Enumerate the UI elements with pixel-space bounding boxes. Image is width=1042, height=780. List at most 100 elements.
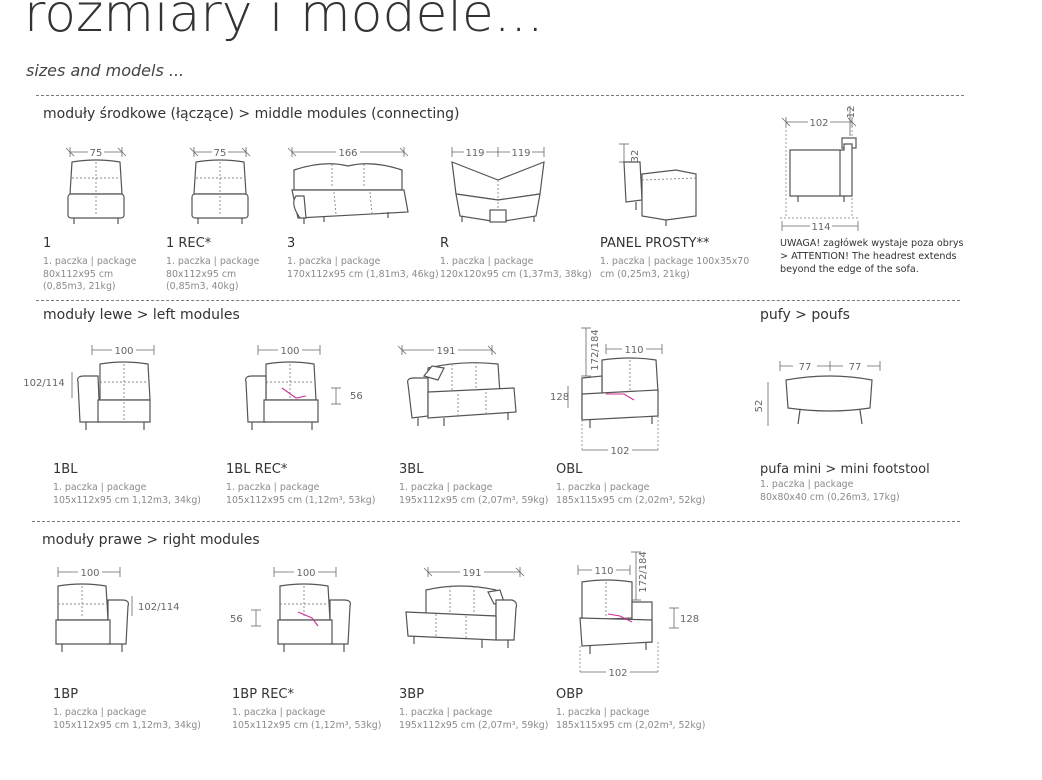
dimension-label: 191 [436, 346, 455, 357]
package-info: 1. paczka | package 80x80x40 cm (0,26m3,… [760, 479, 900, 504]
module-1bl-drawing: 100 102/114 [20, 336, 160, 436]
dimension-label: 172/184 [590, 329, 601, 371]
package-line: 80x112x95 cm [166, 268, 237, 280]
armless-chair-icon: 75 [65, 146, 127, 224]
package-line: 1. paczka | package [226, 482, 320, 493]
model-name: pufa mini > mini footstool [760, 462, 930, 477]
package-line: cm (0,25m3, 21kg) [600, 268, 690, 280]
package-info: 1. paczka | package 170x112x95 cm (1,81m… [287, 256, 439, 281]
dimension-label: 52 [754, 400, 765, 413]
package-line: (0,85m3, 40kg) [166, 281, 239, 293]
section-middle-modules: moduły środkowe (łączące) > middle modul… [43, 106, 460, 122]
package-line: 1. paczka | package [399, 707, 493, 718]
dimension-label: 119 [465, 148, 484, 159]
package-line: 1. paczka | package [166, 256, 260, 267]
model-name: OBP [556, 687, 583, 702]
dimension-label: 128 [550, 392, 569, 403]
package-info: 1. paczka | package 195x112x95 cm (2,07m… [399, 482, 548, 507]
package-line: 80x112x95 cm [43, 268, 114, 280]
package-info: 1. paczka | package 195x112x95 cm (2,07m… [399, 707, 548, 732]
package-line: 1. paczka | package [53, 707, 147, 718]
left-arm-chair-icon: 100 102/114 [23, 344, 155, 430]
three-seat-sofa-icon: 166 [287, 146, 409, 224]
right-arm-three-seat-icon: 191 [405, 566, 525, 648]
page-title: rozmiary i modele... [24, 0, 544, 44]
module-3bp-drawing: 191 [398, 560, 528, 660]
section-poufs: pufy > poufs [760, 307, 850, 323]
package-line: 195x112x95 cm (2,07m³, 59kg) [399, 494, 549, 506]
module-3bl-drawing: 191 [397, 336, 528, 436]
package-info: 1. paczka | package 185x115x95 cm (2,02m… [556, 482, 705, 507]
model-name: PANEL PROSTY** [600, 236, 710, 251]
dimension-label: 102 [608, 668, 627, 679]
dimension-label: 77 [799, 362, 812, 373]
module-panel-drawing: 32 [616, 140, 706, 230]
model-name: 1 REC* [166, 236, 212, 251]
dimension-label: 119 [511, 148, 530, 159]
right-chaise-icon: 110 172/184 128 102 [577, 551, 699, 679]
package-info: 1. paczka | package 105x112x95 cm (1,12m… [232, 707, 381, 732]
package-line: 1. paczka | package [287, 256, 381, 267]
model-name: 1BL REC* [226, 462, 288, 477]
package-info: 1. paczka | package 120x120x95 cm (1,37m… [440, 256, 592, 281]
left-arm-three-seat-icon: 191 [397, 344, 517, 426]
armless-recliner-icon: 75 [189, 146, 251, 224]
package-line: 1. paczka | package 100x35x70 [600, 256, 750, 267]
package-info: 1. paczka | package 80x112x95 cm (0,85m3… [166, 256, 259, 294]
footstool-icon: 77 77 52 [754, 360, 881, 426]
dimension-label: 12 [846, 106, 857, 119]
dimension-label: 56 [230, 614, 243, 625]
module-3-drawing: 166 [284, 140, 414, 230]
package-line: 105x112x95 cm (1,12m³, 53kg) [226, 494, 376, 506]
dimension-label: 128 [680, 614, 699, 625]
model-name: 1 [43, 236, 52, 251]
package-line: 1. paczka | package [556, 707, 650, 718]
module-obl-drawing: 172/184 110 128 102 [540, 320, 670, 460]
package-line: 105x112x95 cm 1,12m3, 34kg) [53, 494, 201, 506]
straight-panel-icon: 32 [619, 143, 697, 226]
dimension-label: 110 [624, 345, 643, 356]
package-line: 1. paczka | package [43, 256, 137, 267]
note-line: > ATTENTION! The headrest extends [780, 251, 957, 262]
dimension-label: 100 [296, 568, 315, 579]
corner-module-icon: 119 119 [451, 146, 545, 223]
model-name: 1BP REC* [232, 687, 294, 702]
right-arm-recliner-icon: 100 56 [230, 566, 351, 652]
divider-top [36, 95, 964, 96]
package-line: 170x112x95 cm (1,81m3, 46kg) [287, 268, 439, 280]
model-name: 3 [287, 236, 296, 251]
package-line: 80x80x40 cm (0,26m3, 17kg) [760, 491, 900, 503]
dimension-label: 166 [338, 148, 357, 159]
model-name: 3BP [399, 687, 425, 702]
package-info: 1. paczka | package 105x112x95 cm 1,12m3… [53, 707, 201, 732]
left-arm-recliner-icon: 100 56 [245, 344, 363, 430]
package-line: 1. paczka | package [232, 707, 326, 718]
dimension-label: 110 [594, 566, 613, 577]
dimension-label: 102 [809, 118, 828, 129]
section-right-modules: moduły prawe > right modules [42, 532, 260, 548]
package-info: 1. paczka | package 105x112x95 cm 1,12m3… [53, 482, 201, 507]
package-line: 1. paczka | package [760, 479, 854, 490]
package-line: 185x115x95 cm (2,02m³, 52kg) [556, 719, 706, 731]
divider-lower [32, 521, 960, 522]
package-line: 1. paczka | package [440, 256, 534, 267]
package-info: 1. paczka | package 185x115x95 cm (2,02m… [556, 707, 705, 732]
pouf-drawing: 77 77 52 [750, 356, 890, 446]
dimension-label: 100 [280, 346, 299, 357]
dimension-label: 75 [90, 148, 103, 159]
dimension-label: 56 [350, 391, 363, 402]
note-line: UWAGA! zagłówek wystaje poza obrys [780, 238, 964, 249]
package-line: 120x120x95 cm (1,37m3, 38kg) [440, 268, 592, 280]
package-line: 1. paczka | package [399, 482, 493, 493]
package-info: 1. paczka | package 105x112x95 cm (1,12m… [226, 482, 375, 507]
package-line: (0,85m3, 21kg) [43, 281, 116, 293]
dimension-label: 77 [849, 362, 862, 373]
dimension-label: 191 [462, 568, 481, 579]
dimension-label: 114 [811, 222, 830, 233]
package-line: 105x112x95 cm 1,12m3, 34kg) [53, 719, 201, 731]
right-arm-chair-icon: 100 102/114 [55, 566, 180, 652]
headrest-note: UWAGA! zagłówek wystaje poza obrys > ATT… [780, 237, 964, 276]
headrest-side-drawing: 102 12 114 [780, 100, 870, 235]
package-line: 105x112x95 cm (1,12m³, 53kg) [232, 719, 382, 731]
module-1bprec-drawing: 100 56 [226, 560, 366, 660]
